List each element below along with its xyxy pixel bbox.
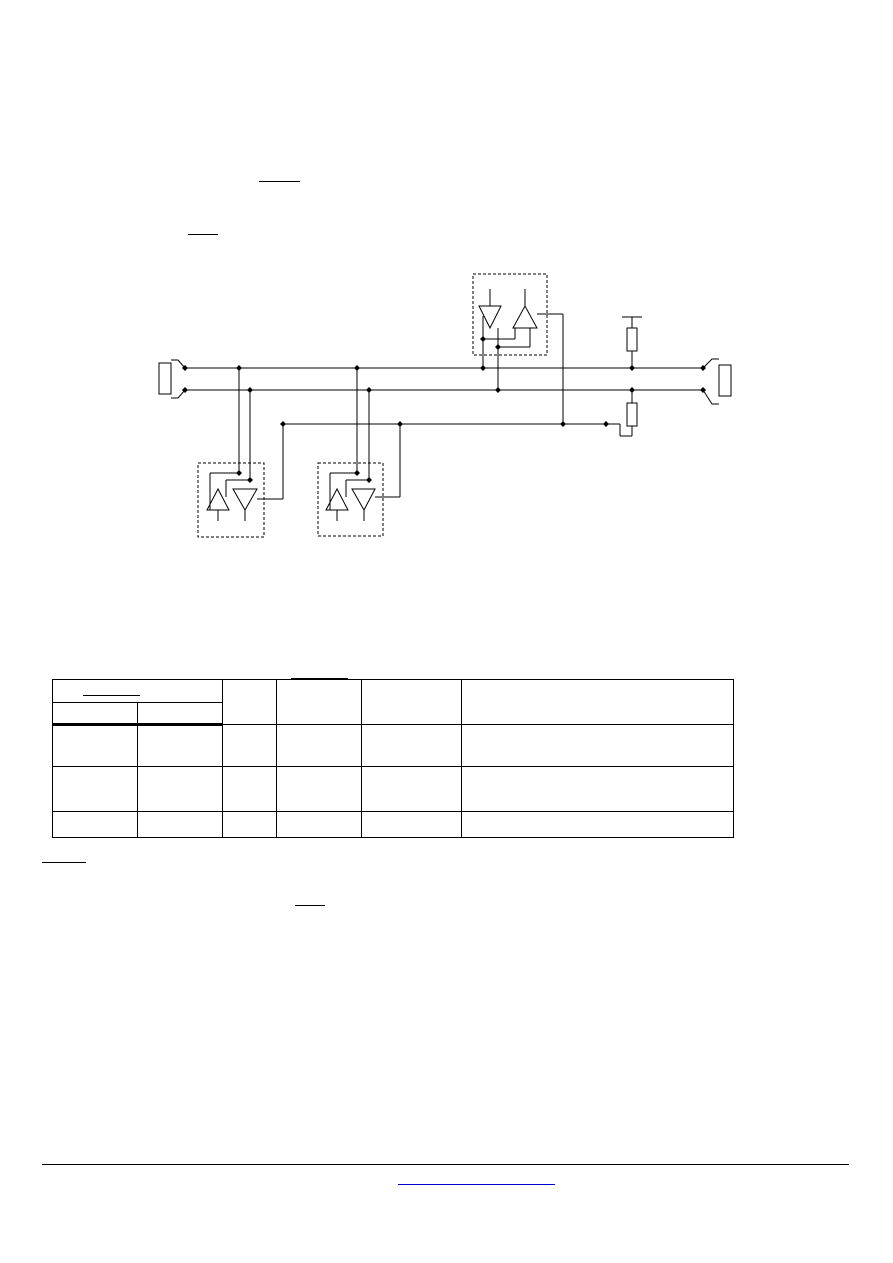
left-connector-icon [158,359,186,399]
spec-table [52,678,734,838]
table-cell [137,811,223,838]
heading-underline [259,181,300,182]
junction-dots [182,336,706,483]
table-cell [222,724,277,767]
table-cell [461,811,734,838]
table-cell [137,766,223,812]
table-header-row [52,678,734,725]
table-cell [461,724,734,767]
table-cell [222,811,277,838]
pull-down-resistor-icon [626,402,638,427]
driver-icon [351,488,376,512]
table-header-cell [222,679,277,725]
table-cell [137,724,223,767]
driver-icon [232,488,258,512]
table-row [52,766,734,812]
table-cell [276,766,362,812]
bus-wiring-diagram [158,273,732,538]
table-header-cell [52,679,223,703]
table-cell [276,811,362,838]
header-underline [83,695,140,696]
right-connector-icon [702,358,732,405]
table-cell [361,724,462,767]
table-cell [52,766,138,812]
table-subheader-row [52,702,734,726]
footer-rule [42,1164,849,1165]
table-row [52,724,734,767]
table-header-cell [276,678,362,725]
receiver-icon [325,487,349,511]
table-cell [52,724,138,767]
table-subheader-cell [52,702,138,726]
transceiver-2-box [317,462,384,537]
driver-icon [478,305,502,330]
transceiver-1-box [197,462,265,538]
table-cell [52,811,138,838]
pull-up-resistor-icon [626,327,638,352]
table-cell [361,811,462,838]
table-cell [222,766,277,812]
text-underline [188,234,218,235]
transceiver-3-box [472,273,548,356]
text-underline [295,905,325,906]
table-header-cell [361,679,462,725]
note-underline [42,862,86,863]
table-cell [461,766,734,812]
header-underline [291,678,348,679]
table-subheader-cell [137,702,223,726]
table-row [52,811,734,838]
table-cell [276,724,362,767]
footer-link[interactable] [398,1184,555,1185]
table-header-cell [461,679,734,725]
receiver-icon [512,304,538,329]
table-cell [361,766,462,812]
